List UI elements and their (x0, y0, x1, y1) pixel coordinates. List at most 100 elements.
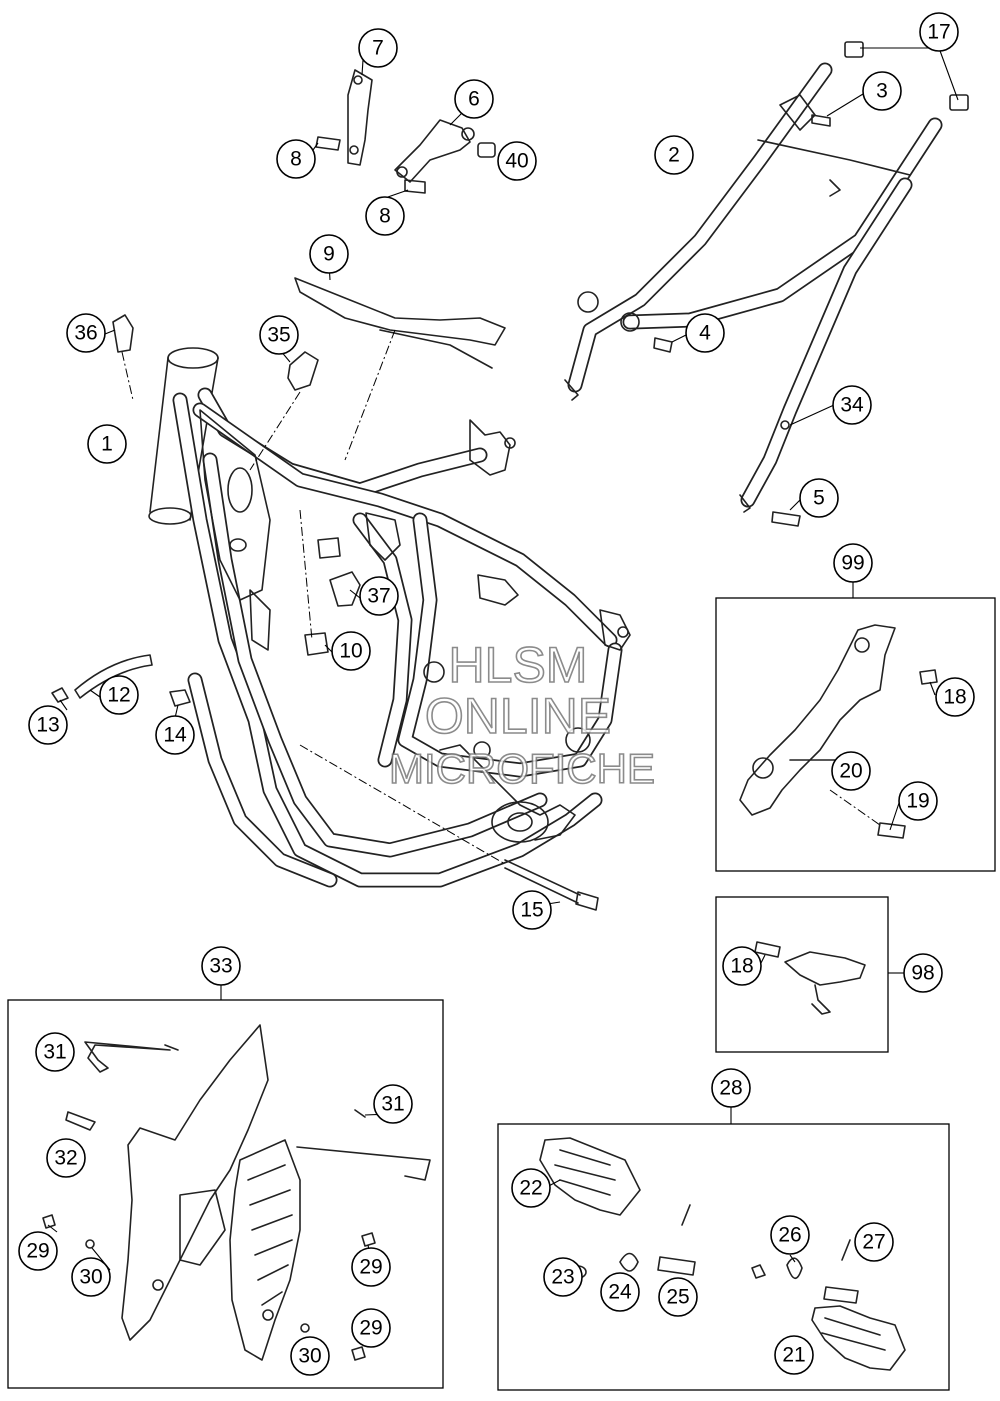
chain-guide-kit (739, 624, 938, 839)
svg-text:15: 15 (520, 899, 543, 922)
svg-text:10: 10 (339, 640, 362, 663)
callout-29b: 29 (351, 1247, 391, 1287)
subframe (564, 62, 943, 513)
svg-text:23: 23 (551, 1266, 574, 1289)
svg-text:40: 40 (505, 150, 528, 173)
watermark: HLSM ONLINE MICROFICHE (388, 636, 656, 793)
svg-text:98: 98 (911, 962, 934, 985)
svg-text:26: 26 (778, 1224, 801, 1247)
frame-protector-kit (42, 1024, 431, 1361)
callout-27: 27 (854, 1222, 894, 1262)
callout-40: 40 (497, 141, 537, 181)
svg-text:8: 8 (379, 205, 391, 228)
svg-text:29: 29 (26, 1240, 49, 1263)
main-frame (148, 347, 631, 911)
kit-box-98 (715, 896, 889, 1053)
callout-36: 36 (66, 313, 106, 353)
callout-24: 24 (600, 1272, 640, 1312)
callout-31b: 31 (373, 1084, 413, 1124)
callout-3: 3 (862, 71, 902, 111)
svg-text:31: 31 (43, 1041, 66, 1064)
callout-35: 35 (259, 315, 299, 355)
svg-text:20: 20 (839, 760, 862, 783)
watermark-line1: HLSM (449, 637, 588, 693)
svg-text:29: 29 (359, 1317, 382, 1340)
callout-30b: 30 (290, 1336, 330, 1376)
svg-text:31: 31 (381, 1093, 404, 1116)
svg-text:30: 30 (79, 1266, 102, 1289)
leader-lines (47, 47, 959, 1271)
svg-text:24: 24 (608, 1281, 632, 1304)
callout-18b: 18 (722, 946, 762, 986)
svg-text:27: 27 (862, 1231, 885, 1254)
callout-32: 32 (46, 1138, 86, 1178)
svg-text:1: 1 (101, 433, 113, 456)
svg-text:7: 7 (372, 37, 384, 60)
callout-1: 1 (87, 424, 127, 464)
callout-22: 22 (511, 1168, 551, 1208)
callout-12: 12 (99, 675, 139, 715)
watermark-line2: ONLINE (425, 688, 611, 744)
callout-20: 20 (831, 751, 871, 791)
callout-26: 26 (770, 1215, 810, 1255)
svg-text:18: 18 (730, 955, 753, 978)
svg-text:22: 22 (519, 1177, 542, 1200)
callout-34: 34 (832, 385, 872, 425)
svg-text:34: 34 (840, 394, 864, 417)
callout-2: 2 (654, 135, 694, 175)
svg-text:33: 33 (209, 955, 232, 978)
svg-text:18: 18 (943, 686, 966, 709)
callout-33: 33 (201, 946, 241, 986)
svg-text:14: 14 (163, 724, 187, 747)
callout-21: 21 (774, 1335, 814, 1375)
svg-text:4: 4 (699, 322, 711, 345)
swingarm-bolt-15 (504, 859, 599, 911)
callout-98: 98 (903, 953, 943, 993)
callout-19: 19 (898, 781, 938, 821)
callout-5: 5 (799, 478, 839, 518)
callout-29c: 29 (351, 1308, 391, 1348)
svg-text:25: 25 (666, 1286, 689, 1309)
svg-text:2: 2 (668, 144, 680, 167)
callout-6: 6 (454, 79, 494, 119)
svg-text:13: 13 (36, 714, 59, 737)
callout-23: 23 (543, 1257, 583, 1297)
kit-box-33 (7, 999, 444, 1389)
callout-8a: 8 (276, 139, 316, 179)
callout-9: 9 (309, 234, 349, 274)
hardware (51, 41, 969, 707)
kit-box-99 (715, 597, 996, 872)
callout-4: 4 (685, 313, 725, 353)
svg-text:36: 36 (74, 322, 97, 345)
callout-29a: 29 (18, 1231, 58, 1271)
svg-text:3: 3 (876, 80, 888, 103)
callout-10: 10 (331, 631, 371, 671)
svg-text:9: 9 (323, 243, 335, 266)
svg-text:17: 17 (927, 21, 950, 44)
svg-text:21: 21 (782, 1344, 805, 1367)
callout-25: 25 (658, 1277, 698, 1317)
callout-7: 7 (358, 28, 398, 68)
svg-text:32: 32 (54, 1147, 77, 1170)
callout-37: 37 (359, 576, 399, 616)
svg-text:19: 19 (906, 790, 929, 813)
svg-text:5: 5 (813, 487, 825, 510)
svg-text:35: 35 (267, 324, 290, 347)
callout-28: 28 (711, 1068, 751, 1108)
svg-text:30: 30 (298, 1345, 321, 1368)
svg-text:28: 28 (719, 1077, 742, 1100)
footpeg-kit (539, 1137, 906, 1371)
svg-text:99: 99 (841, 552, 864, 575)
callout-30a: 30 (71, 1257, 111, 1297)
callout-18a: 18 (935, 677, 975, 717)
svg-text:29: 29 (359, 1256, 382, 1279)
callout-17: 17 (919, 12, 959, 52)
chain-slider-kit (754, 941, 866, 1015)
kit-box-28 (497, 1123, 950, 1391)
callout-8b: 8 (365, 196, 405, 236)
svg-text:37: 37 (367, 585, 390, 608)
svg-text:6: 6 (468, 88, 480, 111)
callout-13: 13 (28, 705, 68, 745)
callout-15: 15 (512, 890, 552, 930)
